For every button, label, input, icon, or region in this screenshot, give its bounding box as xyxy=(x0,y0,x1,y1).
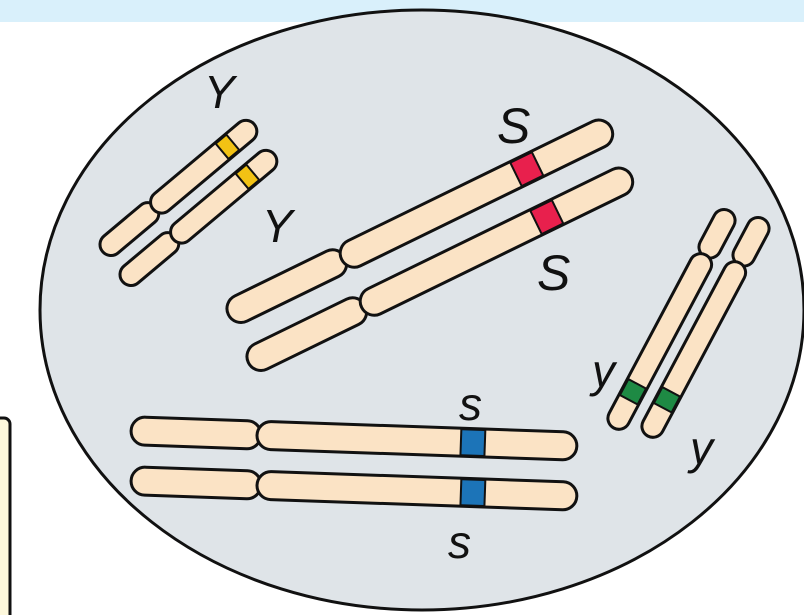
label-s-bottom: s xyxy=(448,516,471,568)
label-S-bottom: S xyxy=(537,245,570,301)
label-y-right: y xyxy=(687,422,716,474)
label-Y-bottom: Y xyxy=(262,200,296,252)
label-s-top: s xyxy=(459,378,482,430)
label-S-top: S xyxy=(497,98,530,154)
label-y-left: y xyxy=(589,345,618,397)
side-box xyxy=(0,418,10,615)
band-s-lower xyxy=(460,479,485,506)
band-s-upper xyxy=(460,429,485,456)
label-Y-top: Y xyxy=(204,66,238,118)
